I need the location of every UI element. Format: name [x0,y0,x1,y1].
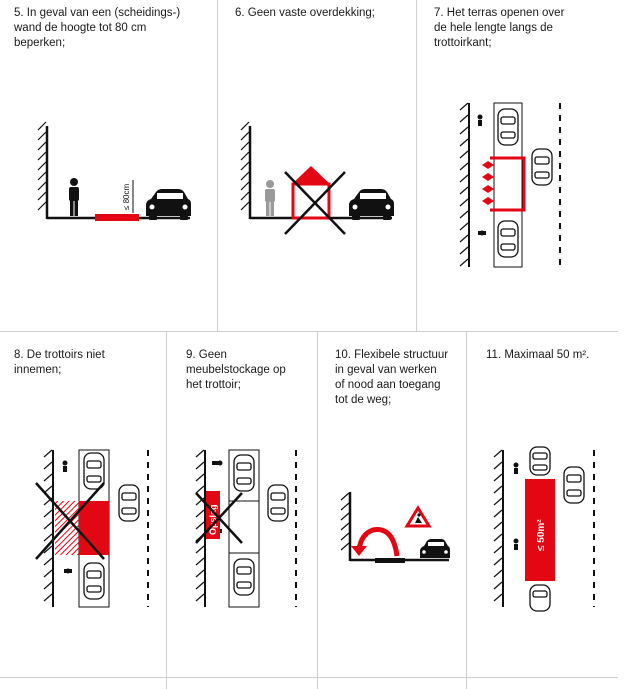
storage-label: Opslag [208,504,218,535]
car-topview-icon [497,108,519,146]
pedestrian-icon [62,460,72,574]
grid-divider-v2 [416,0,417,331]
pedestrian-icon [513,462,519,550]
car-topview-icon [563,466,585,504]
car-topview-icon [233,454,255,492]
parking-strip [493,102,523,268]
car-topview-icon [83,452,105,490]
wall-hatch [493,449,503,602]
panel-5-diagram: ≤ 80cm [37,121,191,221]
car-topview-icon [83,562,105,600]
car-topview-icon [529,446,551,476]
grid-divider-h [0,331,618,332]
grid-divider-bottom [0,677,618,678]
panel-9-diagram: Opslag [195,449,297,608]
panel-7-caption: 7. Het terras openen over de hele lengte… [434,7,565,49]
roadworks-sign-icon [404,505,432,528]
car-topview-icon [267,484,289,522]
panel-11-diagram: ≤ 50m² [493,446,595,612]
car-icon [146,189,191,220]
panel-6-caption: 6. Geen vaste overdekking; [235,7,375,19]
pedestrian-icon [477,114,486,236]
car-topview-icon [118,484,140,522]
flexible-arrow-icon [356,527,400,557]
canopy-frame [291,182,331,220]
person-icon [69,178,79,216]
car-icon [420,539,450,558]
wall-hatch [43,449,53,602]
car-topview-icon [233,558,255,596]
panel-8-diagram [35,449,149,608]
terrace-arrows [482,161,494,205]
car-topview-icon [529,584,551,612]
panel-9-caption: 9. Geen meubelstockage op het trottoir; [186,349,286,391]
terrace-outline [490,156,526,212]
wall-hatch [240,121,250,211]
wall-hatch [195,449,205,602]
height-label: ≤ 80cm [122,183,131,210]
panel-7-diagram [459,102,561,268]
panel-11-caption: 11. Maximaal 50 m². [486,349,590,361]
terrace-max-area [525,479,555,581]
person-gray-icon [265,180,275,216]
panel-6-diagram [240,121,394,235]
canopy [292,166,330,184]
panel-10-caption: 10. Flexibele structuur in geval van wer… [335,349,449,406]
panel-8-caption: 8. De trottoirs niet innemen; [14,349,105,376]
grid-divider-v4 [317,332,318,689]
terrace-base [375,558,405,563]
panel-5-caption: 5. In geval van een (scheidings-) wand d… [14,7,181,49]
car-topview-icon [497,220,519,258]
area-label: ≤ 50m² [536,519,547,551]
grid-divider-v5 [466,332,467,689]
grid-divider-v3 [166,332,167,689]
grid-divider-v1 [217,0,218,331]
terrace-wall [95,214,139,221]
wall-hatch [459,102,469,267]
car-topview-icon [531,148,553,186]
wall-hatch [340,492,350,551]
car-icon [349,189,394,220]
wall-hatch [37,121,47,211]
panel-10-diagram [340,492,450,563]
